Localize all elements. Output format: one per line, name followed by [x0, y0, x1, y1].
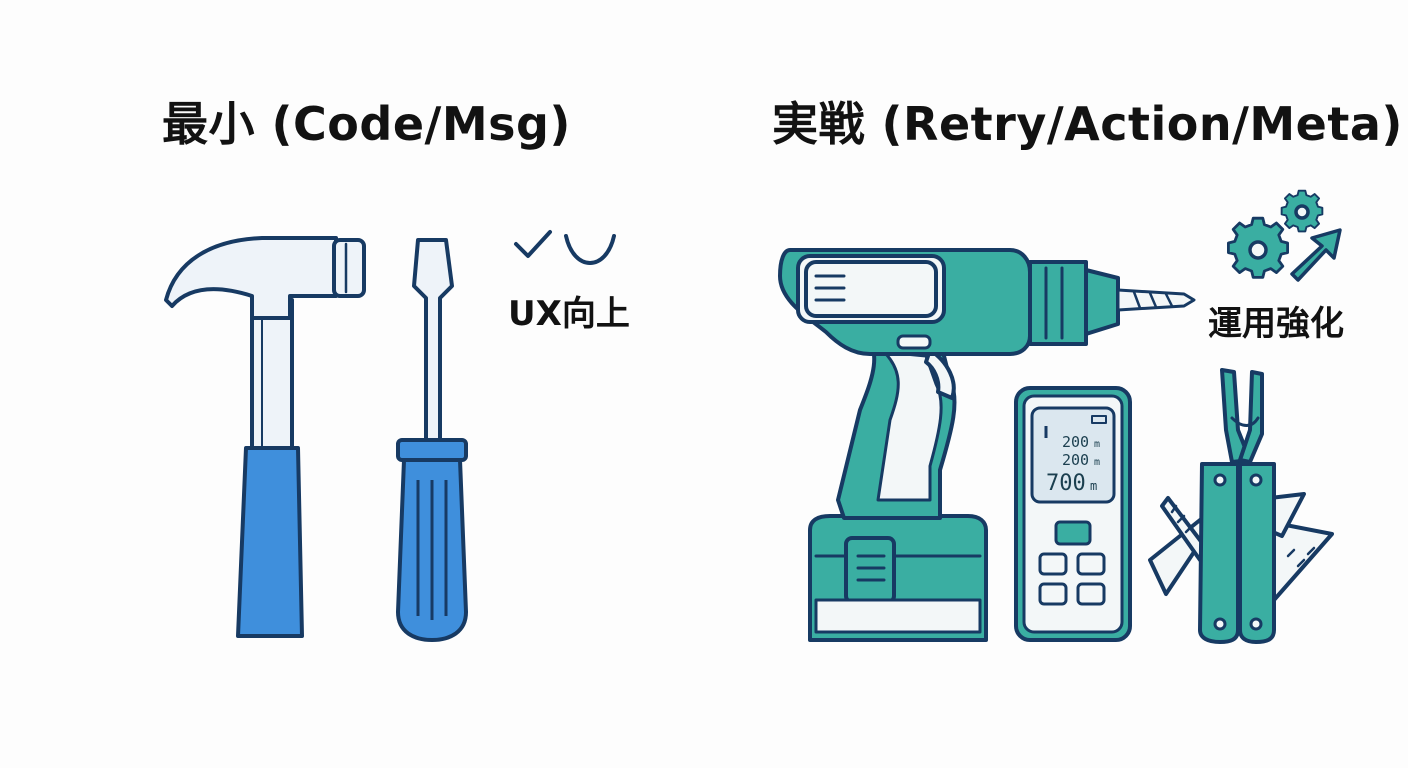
meter-reading-2-value: 200 — [1062, 451, 1089, 469]
meter-reading-3-value: 700 — [1046, 471, 1086, 496]
arrow-up-right-icon — [1290, 228, 1342, 282]
operations-enhancement-label: 運用強化 — [1208, 304, 1344, 344]
meter-reading-3-unit: m — [1090, 479, 1097, 493]
laser-meter-icon — [1014, 386, 1132, 642]
screwdriver-icon — [396, 238, 468, 642]
power-drill-icon — [778, 248, 1196, 642]
meter-reading-1-value: 200 — [1062, 433, 1089, 451]
hammer-icon — [164, 236, 366, 638]
right-panel-title: 実戦 (Retry/Action/Meta) — [772, 97, 1403, 151]
ux-improvement-label: UX向上 — [508, 294, 630, 334]
smile-icon — [564, 234, 616, 265]
meter-display: 200 m 200 m 700 m — [1046, 433, 1100, 496]
gears-icon — [1226, 189, 1324, 279]
meter-reading-2-unit: m — [1094, 457, 1100, 468]
multitool-icon — [1148, 368, 1334, 644]
meter-reading-1-unit: m — [1094, 439, 1100, 450]
left-panel-title: 最小 (Code/Msg) — [162, 97, 571, 151]
check-icon — [514, 230, 552, 258]
